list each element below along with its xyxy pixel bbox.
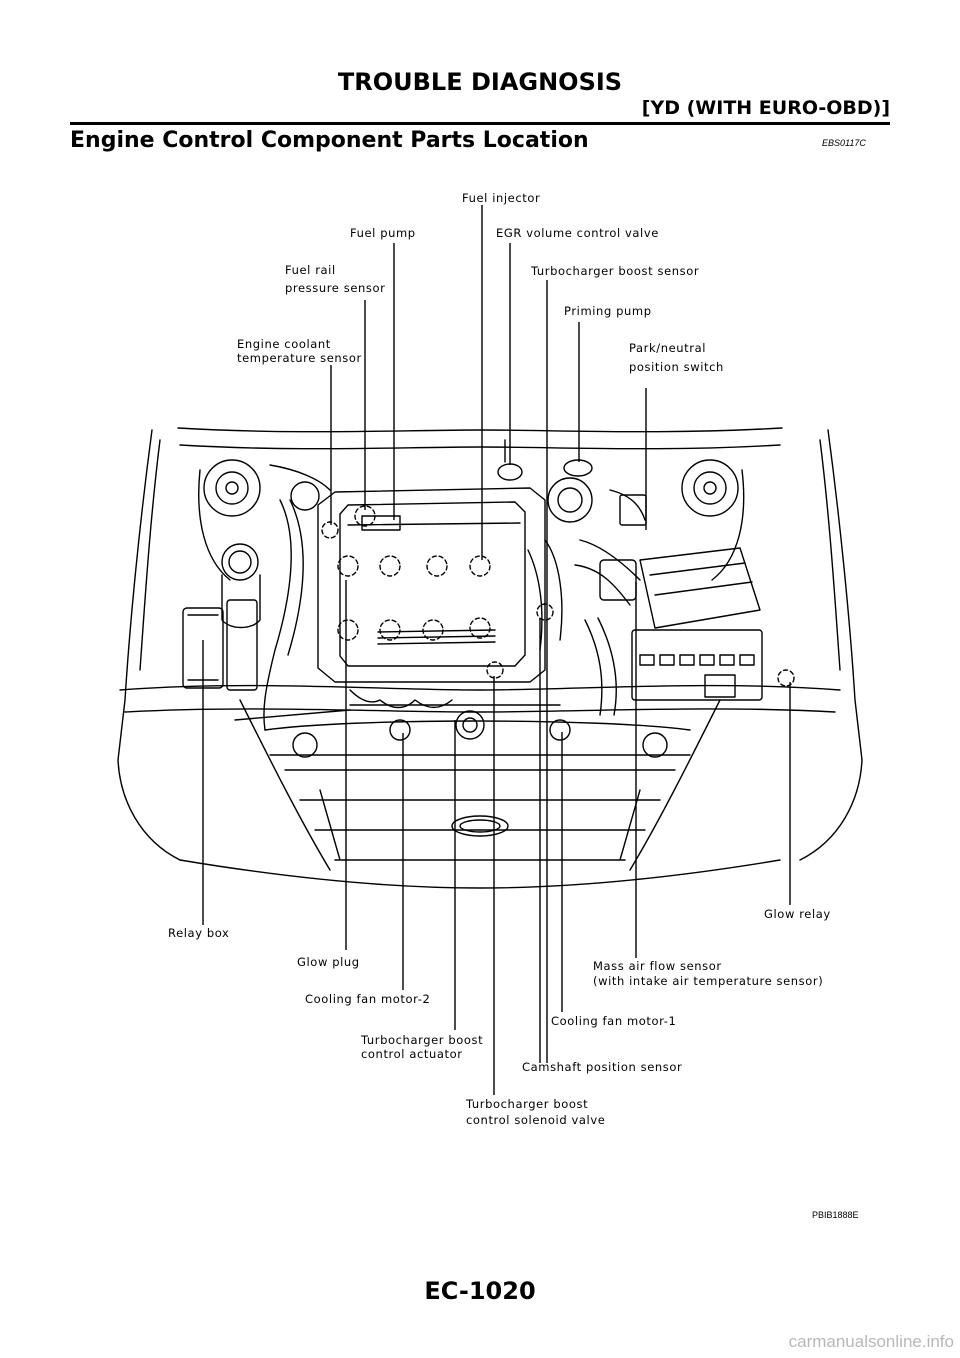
leader-lines xyxy=(202,205,791,1095)
label-maf-line2: (with intake air temperature sensor) xyxy=(593,974,823,988)
label-glow-relay: Glow relay xyxy=(764,907,831,921)
label-turbo-solenoid-line2: control solenoid valve xyxy=(466,1113,605,1127)
label-fuel-pump: Fuel pump xyxy=(350,226,416,240)
label-camshaft-sensor: Camshaft position sensor xyxy=(522,1060,682,1074)
watermark: carmanualsonline.info xyxy=(788,1332,954,1351)
figure-code: PBIB1888E xyxy=(812,1210,859,1220)
label-engine-coolant-line2: temperature sensor xyxy=(237,351,362,365)
label-park-neutral-line2: position switch xyxy=(629,360,724,374)
label-park-neutral-line1: Park/neutral xyxy=(629,341,706,355)
label-cooling-fan-2: Cooling fan motor-2 xyxy=(305,992,430,1006)
label-fuel-rail-line1: Fuel rail xyxy=(285,263,336,277)
label-turbo-boost-sensor: Turbocharger boost sensor xyxy=(530,264,699,278)
label-turbo-actuator-line1: Turbocharger boost xyxy=(360,1033,483,1047)
callout-labels: Fuel injector Fuel pump EGR volume contr… xyxy=(168,191,831,1127)
label-relay-box: Relay box xyxy=(168,926,229,940)
engine-bay-illustration xyxy=(117,427,863,889)
label-priming-pump: Priming pump xyxy=(564,304,652,318)
label-glow-plug: Glow plug xyxy=(297,955,360,969)
label-fuel-rail-line2: pressure sensor xyxy=(285,281,385,295)
label-turbo-solenoid-line1: Turbocharger boost xyxy=(465,1097,588,1111)
page-header-subtitle: [YD (WITH EURO-OBD)] xyxy=(641,97,890,119)
section-code: EBS0117C xyxy=(822,138,866,148)
label-fuel-injector: Fuel injector xyxy=(462,191,540,205)
label-cooling-fan-1: Cooling fan motor-1 xyxy=(551,1014,676,1028)
section-title: Engine Control Component Parts Location xyxy=(70,128,589,153)
label-egr-valve: EGR volume control valve xyxy=(496,226,659,240)
label-engine-coolant-line1: Engine coolant xyxy=(237,337,331,351)
page-number: EC-1020 xyxy=(424,1277,536,1305)
page-header-title: TROUBLE DIAGNOSIS xyxy=(337,68,623,96)
label-turbo-actuator-line2: control actuator xyxy=(361,1047,463,1061)
header-rule xyxy=(70,122,890,125)
label-maf-line1: Mass air flow sensor xyxy=(593,959,722,973)
